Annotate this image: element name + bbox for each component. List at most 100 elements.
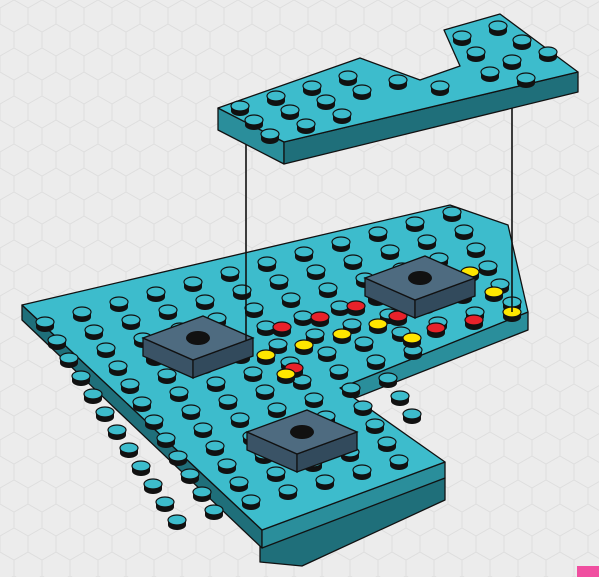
base-stud xyxy=(295,247,313,262)
base-stud xyxy=(96,407,114,422)
base-stud xyxy=(354,401,372,416)
base-stud xyxy=(257,321,275,336)
base-stud xyxy=(319,283,337,298)
base-stud xyxy=(231,413,249,428)
base-stud xyxy=(367,355,385,370)
base-stud xyxy=(443,207,461,222)
base-stud xyxy=(156,497,174,512)
base-stud xyxy=(244,367,262,382)
top-plate-stud xyxy=(231,101,249,116)
base-stud xyxy=(467,243,485,258)
base-stud xyxy=(353,465,371,480)
base-stud xyxy=(267,467,285,482)
base-stud xyxy=(366,419,384,434)
base-stud xyxy=(331,301,349,316)
yellow-stud xyxy=(295,340,313,355)
yellow-stud xyxy=(277,369,295,384)
base-stud xyxy=(120,443,138,458)
base-stud xyxy=(268,403,286,418)
base-stud xyxy=(218,459,236,474)
base-stud xyxy=(206,441,224,456)
base-stud xyxy=(307,265,325,280)
base-stud xyxy=(316,475,334,490)
base-stud xyxy=(279,485,297,500)
base-stud xyxy=(196,295,214,310)
base-stud xyxy=(158,369,176,384)
yellow-stud xyxy=(485,287,503,302)
top-plate-stud xyxy=(333,109,351,124)
base-stud xyxy=(157,433,175,448)
base-stud xyxy=(147,287,165,302)
base-stud xyxy=(144,479,162,494)
base-stud xyxy=(342,383,360,398)
base-stud xyxy=(391,391,409,406)
base-stud xyxy=(378,437,396,452)
base-stud xyxy=(230,477,248,492)
base-stud xyxy=(207,377,225,392)
base-stud xyxy=(194,423,212,438)
top-plate-stud xyxy=(517,73,535,88)
top-plate-stud xyxy=(467,47,485,62)
base-stud xyxy=(282,293,300,308)
red-stud xyxy=(427,323,445,338)
yellow-stud xyxy=(333,329,351,344)
red-stud xyxy=(347,301,365,316)
top-plate-stud xyxy=(303,81,321,96)
base-stud xyxy=(294,311,312,326)
base-stud xyxy=(181,469,199,484)
base-stud xyxy=(256,385,274,400)
top-plate-stud xyxy=(503,55,521,70)
base-stud xyxy=(36,317,54,332)
base-stud xyxy=(109,361,127,376)
base-stud xyxy=(270,275,288,290)
top-plate-stud xyxy=(489,21,507,36)
yellow-stud xyxy=(257,350,275,365)
yellow-stud xyxy=(403,333,421,348)
top-plate-stud xyxy=(281,105,299,120)
base-stud xyxy=(242,495,260,510)
base-stud xyxy=(233,285,251,300)
top-plate-stud xyxy=(297,119,315,134)
base-stud xyxy=(330,365,348,380)
base-stud xyxy=(219,395,237,410)
base-stud xyxy=(406,217,424,232)
top-plate-stud xyxy=(431,81,449,96)
top-plate-stud xyxy=(539,47,557,62)
base-stud xyxy=(60,353,78,368)
red-stud xyxy=(311,312,329,327)
top-plate-stud xyxy=(339,71,357,86)
top-plate-stud xyxy=(453,31,471,46)
base-stud xyxy=(390,455,408,470)
base-stud xyxy=(379,373,397,388)
base-stud xyxy=(381,245,399,260)
base-stud xyxy=(48,335,66,350)
base-stud xyxy=(159,305,177,320)
base-stud xyxy=(84,389,102,404)
base-stud xyxy=(318,347,336,362)
top-plate-stud xyxy=(267,91,285,106)
base-stud xyxy=(168,515,186,530)
red-stud xyxy=(465,315,483,330)
base-stud xyxy=(169,451,187,466)
base-stud xyxy=(72,371,90,386)
base-stud xyxy=(258,257,276,272)
base-stud xyxy=(344,255,362,270)
red-stud xyxy=(273,322,291,337)
base-stud xyxy=(418,235,436,250)
base-stud xyxy=(97,343,115,358)
base-stud xyxy=(122,315,140,330)
base-stud xyxy=(182,405,200,420)
base-stud xyxy=(133,397,151,412)
top-plate-stud xyxy=(513,35,531,50)
base-stud xyxy=(132,461,150,476)
yellow-stud xyxy=(369,319,387,334)
base-stud xyxy=(455,225,473,240)
top-plate-stud xyxy=(389,75,407,90)
base-stud xyxy=(205,505,223,520)
base-stud xyxy=(121,379,139,394)
base-stud xyxy=(369,227,387,242)
base-stud xyxy=(479,261,497,276)
top-plate-stud xyxy=(317,95,335,110)
